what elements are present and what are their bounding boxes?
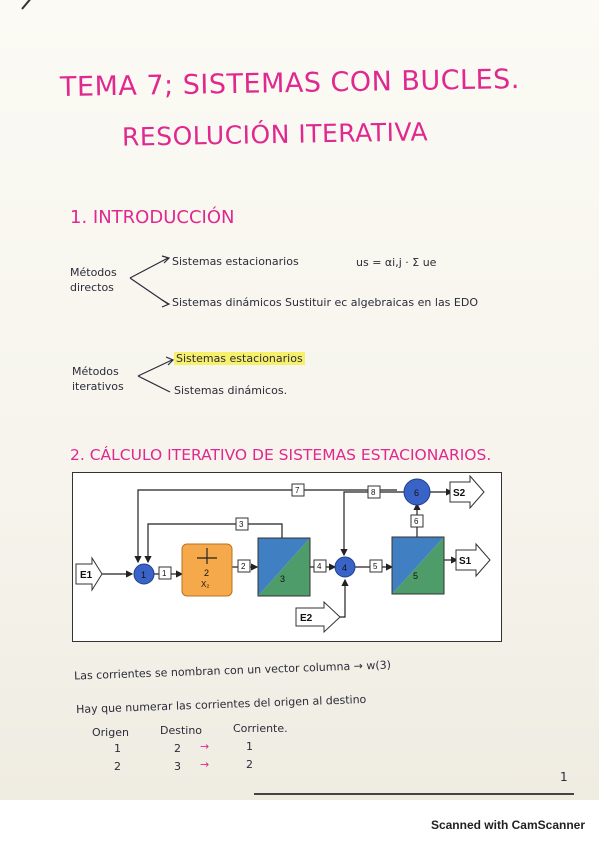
table-header-destination: Destino	[160, 724, 203, 737]
iterative-item-stationary-text: Sistemas estacionarios	[174, 352, 305, 365]
node-1	[133, 563, 155, 585]
note-vector: Las corrientes se nombran con un vector …	[73, 658, 392, 683]
direct-brace-arrows	[129, 255, 171, 308]
iterative-label-1: Métodos	[72, 365, 119, 378]
notebook-page: TEMA 7; SISTEMAS CON BUCLES. RESOLUCIÓN …	[0, 0, 599, 800]
iterative-label-2: iterativos	[72, 380, 124, 393]
title-line-1: TEMA 7; SISTEMAS CON BUCLES.	[59, 63, 521, 104]
direct-label-2: directos	[70, 281, 114, 294]
unit-2-label: 2	[204, 568, 209, 578]
section-2-heading: 2. CÁLCULO ITERATIVO DE SISTEMAS ESTACIO…	[70, 446, 492, 464]
table-row-1-stream: 1	[246, 740, 253, 753]
output-s1-shape	[455, 542, 491, 578]
unit-3-label: 3	[280, 574, 285, 584]
page-number: 1	[560, 770, 568, 784]
output-s2-label: S2	[453, 488, 466, 499]
table-row-2-destination: 3	[174, 760, 181, 773]
stream-1-label: 1	[162, 569, 167, 578]
camscanner-watermark: Scanned with CamScanner	[430, 818, 585, 832]
stream-6-label: 6	[414, 517, 419, 526]
input-e1-label: E1	[80, 570, 93, 581]
node-6-label: 6	[414, 488, 419, 498]
unit-2-sublabel: X₂	[201, 580, 209, 589]
node-6	[403, 478, 431, 506]
direct-formula: us = αi,j · Σ ue	[356, 256, 437, 269]
stream-3-label: 3	[239, 520, 244, 529]
input-e2-shape	[295, 600, 341, 634]
input-e2-label: E2	[300, 613, 313, 624]
node-4	[334, 556, 356, 578]
direct-item-dynamic: Sistemas dinámicos Sustituir ec algebrai…	[172, 296, 478, 309]
process-flow-diagram: E1 E2 S1 S2 1 4 6 2 X₂ 3 5 1 2	[72, 472, 502, 642]
table-row-2-origin: 2	[114, 760, 121, 773]
stream-4-label: 4	[317, 562, 322, 571]
unit-3	[257, 537, 311, 597]
section-1-heading: 1. INTRODUCCIÓN	[70, 207, 235, 228]
table-row-1-arrow: →	[200, 740, 210, 753]
unit-2	[181, 543, 233, 597]
table-header-stream: Corriente.	[233, 722, 288, 735]
output-s2-shape	[449, 474, 485, 510]
page-bottom-line	[254, 793, 574, 795]
table-row-1-origin: 1	[114, 742, 121, 755]
input-e1-shape	[75, 556, 103, 592]
table-row-2-arrow: →	[200, 758, 210, 771]
iterative-item-stationary: Sistemas estacionarios	[174, 352, 305, 365]
title-line-2: RESOLUCIÓN ITERATIVA	[121, 117, 429, 152]
direct-label-1: Métodos	[70, 266, 117, 279]
unit-5-label: 5	[413, 571, 418, 581]
unit-5	[391, 536, 445, 595]
output-s1-label: S1	[459, 556, 472, 567]
note-numbering: Hay que numerar las corrientes del orige…	[75, 692, 367, 717]
stream-5-label: 5	[373, 562, 378, 571]
direct-item-stationary: Sistemas estacionarios	[172, 255, 299, 268]
iterative-brace-arrows	[137, 356, 175, 393]
iterative-item-dynamic: Sistemas dinámicos.	[174, 384, 288, 397]
table-row-1-destination: 2	[174, 742, 181, 755]
node-1-label: 1	[141, 570, 146, 580]
stream-2-label: 2	[241, 562, 246, 571]
corner-pen-mark	[21, 0, 40, 10]
table-row-2-stream: 2	[246, 758, 253, 771]
stream-7-label: 7	[295, 486, 300, 495]
table-header-origin: Origen	[92, 726, 129, 739]
node-4-label: 4	[342, 563, 347, 573]
stream-8-label: 8	[371, 488, 376, 497]
